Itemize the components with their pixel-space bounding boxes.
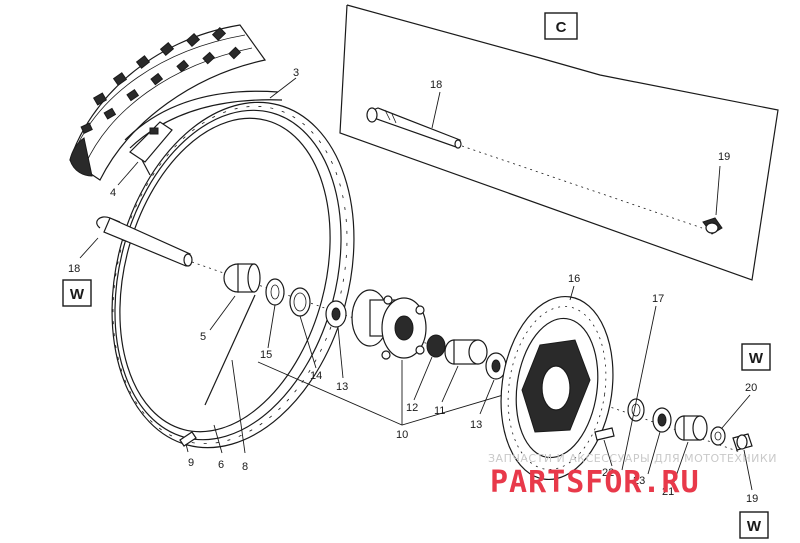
callout-5: 5 <box>200 331 206 343</box>
callout-15: 15 <box>260 349 272 361</box>
brake-disc <box>500 295 614 481</box>
spacer-right <box>674 415 708 441</box>
box-label-w-right <box>741 343 771 371</box>
callout-13-right: 13 <box>470 419 482 431</box>
callout-20: 20 <box>745 382 757 394</box>
callout-18-left: 18 <box>68 263 80 275</box>
inset-axle <box>366 107 462 149</box>
callout-21: 21 <box>662 486 674 498</box>
spacer <box>223 263 261 293</box>
spoke-nipple <box>179 431 197 447</box>
circlip <box>289 287 311 317</box>
rim-strap <box>129 121 173 176</box>
box-label-w-left-text: W <box>70 286 85 303</box>
callout-22: 22 <box>602 467 614 479</box>
hub <box>351 289 427 360</box>
inset-bolt <box>702 217 723 235</box>
box-label-c <box>544 12 578 40</box>
callout-23: 23 <box>633 475 645 487</box>
inset-panel-c: C 18 19 <box>339 4 779 281</box>
circlip-right <box>627 398 645 422</box>
callout-13-left: 13 <box>336 381 348 393</box>
callout-17: 17 <box>652 293 664 305</box>
seal <box>265 278 285 306</box>
bearing-left <box>325 300 347 328</box>
callout-10: 10 <box>396 429 408 441</box>
callout-6: 6 <box>218 459 224 471</box>
callout-16: 16 <box>568 273 580 285</box>
watermark-subtitle: ЗАПЧАСТИ И АКСЕССУАРЫ ДЛЯ МОТОТЕХНИКИ <box>488 452 777 465</box>
spacer-tube <box>444 339 488 365</box>
callout-14: 14 <box>310 370 322 382</box>
callout-3: 3 <box>293 67 299 79</box>
washer <box>710 426 726 446</box>
callout-19-top: 19 <box>718 151 730 163</box>
callout-18-top: 18 <box>430 79 442 91</box>
box-label-c-text: C <box>556 19 567 36</box>
callout-19-bottom: 19 <box>746 493 758 505</box>
bearing-hub <box>426 334 446 358</box>
watermark-brand: PARTSFOR.RU <box>490 465 700 500</box>
axle-bolt <box>732 433 753 451</box>
inner-tube <box>124 90 283 149</box>
watermark: ЗАПЧАСТИ И АКСЕССУАРЫ ДЛЯ МОТОТЕХНИКИ PA… <box>488 452 777 500</box>
box-label-w-right-text: W <box>749 350 764 367</box>
seal-right <box>652 407 672 433</box>
disc-bolt <box>594 427 615 441</box>
spoke <box>204 294 256 406</box>
front-axle <box>96 216 193 267</box>
tire <box>69 24 267 181</box>
box-label-w-bottom <box>739 511 769 539</box>
callout-9: 9 <box>188 457 194 469</box>
callout-8: 8 <box>242 461 248 473</box>
callout-11: 11 <box>434 405 445 417</box>
box-label-w-bottom-text: W <box>747 518 762 535</box>
callout-4: 4 <box>110 187 116 199</box>
callout-12: 12 <box>406 402 418 414</box>
box-label-w-left <box>62 279 92 307</box>
